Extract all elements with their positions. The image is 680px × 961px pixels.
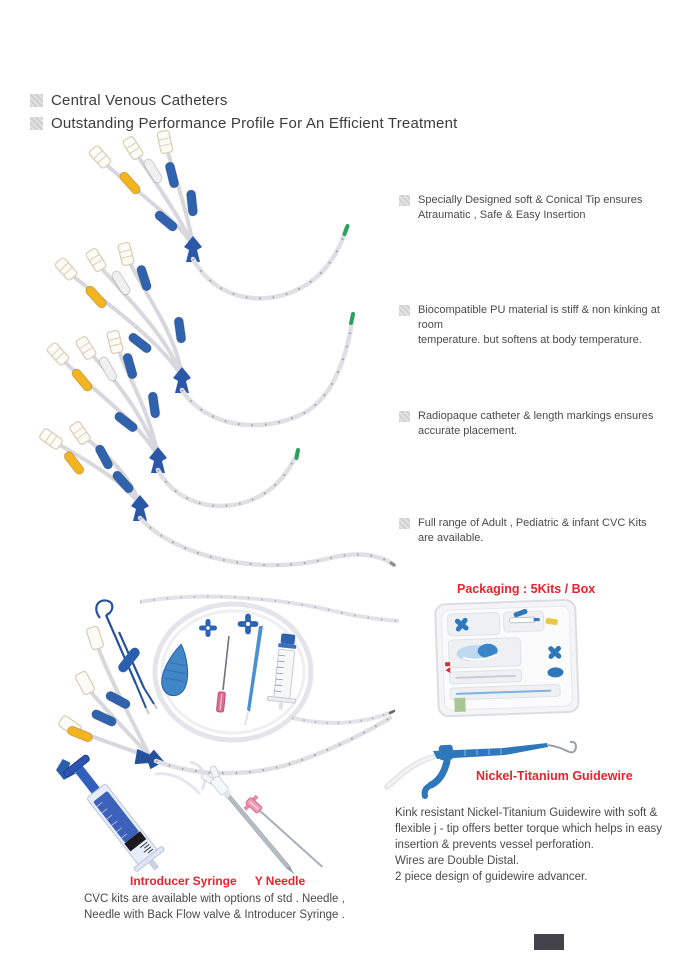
blue-clamp-icon [173,316,187,344]
kit-catheter-assembly [58,625,393,776]
guidewire-line: Kink resistant Nickel-Titanium Guidewire… [395,807,658,819]
introducer-syringe-icon [63,754,165,872]
yellow-clamp-icon [117,169,143,197]
luer-cap-icon [84,246,108,274]
blue-clamp-icon [185,189,199,217]
feature-line: Radiopaque catheter & length markings en… [418,410,654,422]
catheter-assembly-1 [87,129,350,301]
catheter-assembly-2 [53,241,356,428]
y-needle-label: Y Needle [254,874,306,888]
guidewire-description: Kink resistant Nickel-Titanium Guidewire… [395,805,680,885]
introducer-syringe-label: Introducer Syringe [130,874,237,888]
bullet-square-icon [399,195,410,206]
bullet-square-icon [30,117,43,130]
guidewire-line: insertion & prevents vessel perforation. [395,839,594,851]
guidewire-illustration [384,740,578,799]
footer-mark [534,934,564,950]
luer-cap-icon [116,241,136,267]
guidewire-advancer-icon [433,743,548,759]
kit-line: CVC kits are available with options of s… [84,893,345,905]
blue-clamp-icon [454,617,469,632]
luer-cap-icon [121,134,145,162]
j-tip-icon [547,740,578,754]
white-clamp-icon [97,354,119,384]
green-tip-icon [294,448,300,460]
suture-wing-clamp-icon [199,619,217,637]
guidewire-line: 2 piece design of guidewire advancer. [395,871,588,883]
feature-item-4: Full range of Adult , Pediatric & infant… [399,516,671,546]
blue-clamp-icon [126,330,154,356]
blue-clamp-icon [548,645,562,659]
feature-item-1: Specially Designed soft & Conical Tip en… [399,193,671,223]
yellow-clamp-icon [83,283,109,311]
green-tip-icon [349,312,355,325]
guidewire-line: flexible j - tip offers better torque wh… [395,823,662,835]
introducer-needle-icon [216,635,230,713]
feature-line: Biocompatible PU material is stiff & non… [418,304,660,331]
green-label-icon [454,697,466,712]
syringe-icon [267,633,297,710]
kit-description: CVC kits are available with options of s… [84,891,384,923]
kit-labels-row: Introducer Syringe Y Needle [130,874,305,888]
feature-line: accurate placement. [418,425,518,437]
catheter-assembly-4 [37,419,397,568]
bullet-square-icon [30,94,43,107]
blue-clamp-icon [112,409,140,435]
feature-line: Atraumatic , Safe & Easy Insertion [418,209,586,221]
red-mark-icon [445,662,451,667]
yellow-clamp-icon [69,366,95,394]
blue-clamp-icon [147,391,161,419]
luer-cap-icon [156,129,174,155]
packaging-tray-illustration [434,599,580,718]
feature-line: Full range of Adult , Pediatric & infant… [418,517,647,529]
red-mark-icon [445,667,451,674]
bullet-square-icon [399,305,410,316]
guidewire-line: Wires are Double Distal. [395,855,519,867]
pink-needle-icon [243,794,323,868]
page-title: Central Venous Catheters [51,92,228,109]
feature-line: Specially Designed soft & Conical Tip en… [418,194,643,206]
luer-cap-icon [74,334,98,362]
kit-contents-illustration [56,594,400,780]
forceps-icon [95,599,158,715]
dilator-icon [244,626,263,726]
catheter-assembly-3 [45,329,301,509]
kit-line: Needle with Back Flow valve & Introducer… [84,909,345,921]
catheter-illustration [37,129,397,568]
blue-clamp-icon [163,160,181,190]
suture-wing-clamp-icon [237,613,259,635]
feature-item-2: Biocompatible PU material is stiff & non… [399,303,671,348]
luer-cap-icon [105,329,125,355]
feature-item-3: Radiopaque catheter & length markings en… [399,409,671,439]
bullet-square-icon [399,518,410,529]
guidewire-coil-icon [152,601,314,743]
syringe-needle-illustration [63,754,323,875]
feature-line: are available. [418,532,484,544]
header-title-row: Central Venous Catheters [30,92,228,109]
header-subtitle-row: Outstanding Performance Profile For An E… [30,115,458,132]
packaging-label: Packaging : 5Kits / Box [457,582,596,596]
feature-line: temperature. but softens at body tempera… [418,334,642,346]
page-subtitle: Outstanding Performance Profile For An E… [51,115,458,132]
yellow-part-icon [545,617,558,626]
bullet-square-icon [399,411,410,422]
green-tip-icon [342,224,350,236]
y-needle-icon [154,760,295,875]
guidewire-label: Nickel-Titanium Guidewire [476,769,633,783]
scalpel-icon [161,643,189,697]
tray-syringe-icon [509,616,537,624]
